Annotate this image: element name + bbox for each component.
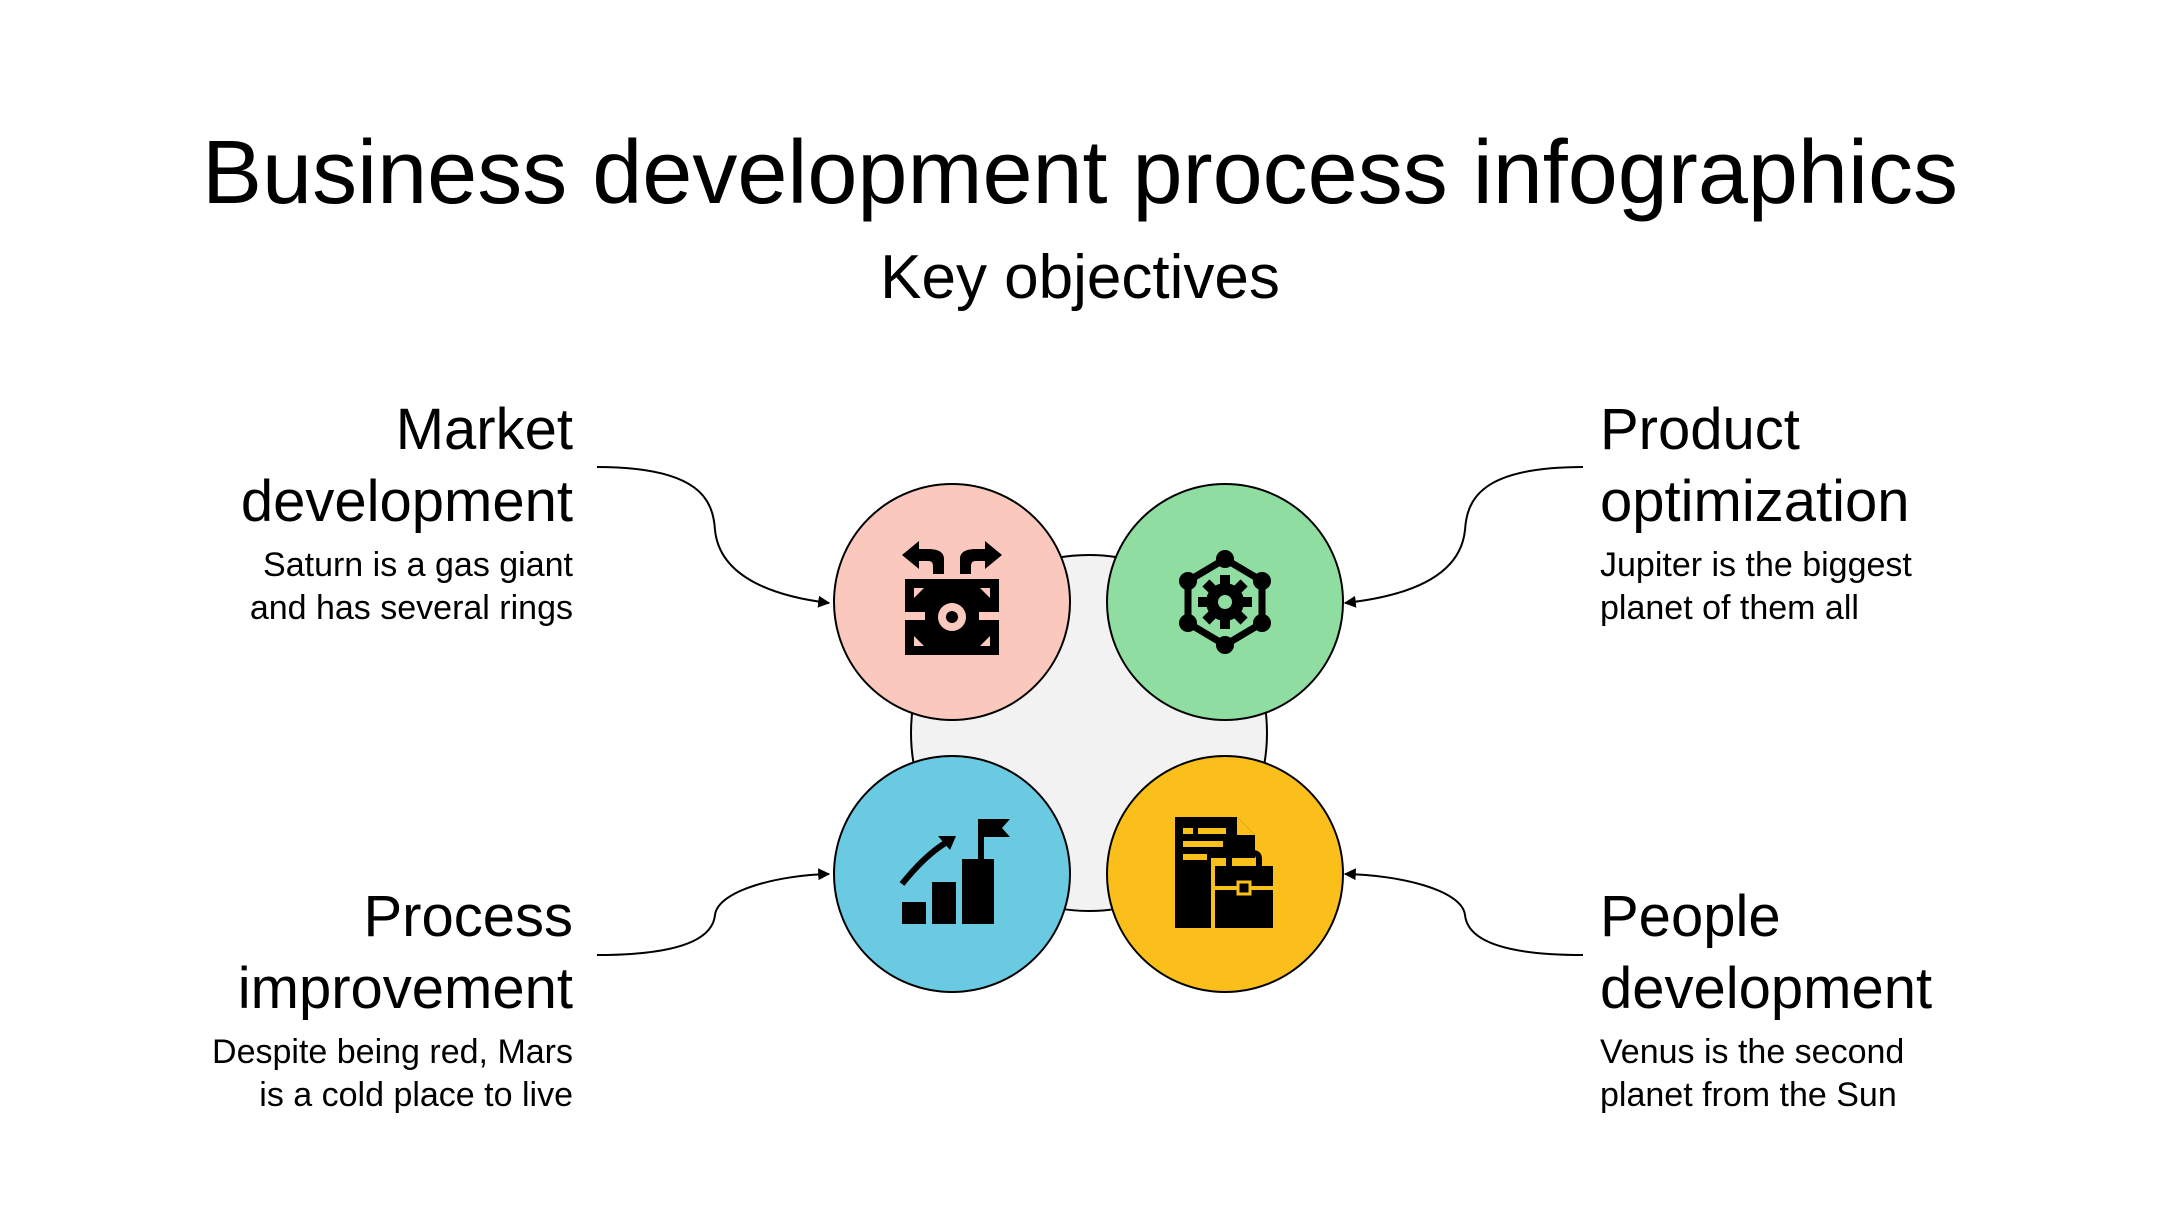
process-description: Despite being red, Mars is a cold place …: [212, 1033, 573, 1114]
connector-people: [1343, 868, 1584, 956]
people-description: Venus is the second planet from the Sun: [1600, 1033, 1905, 1114]
gear-network-icon: [1179, 550, 1271, 654]
process-improvement-block: Process improvement Despite being red, M…: [13, 881, 573, 1117]
people-heading: People development: [1600, 884, 1933, 1021]
money-exchange-icon: [902, 541, 1002, 655]
connector-product: [1343, 466, 1584, 608]
page-subtitle: Key objectives: [880, 243, 1280, 312]
page-title: Business development process infographic…: [202, 123, 1958, 223]
growth-chart-flag-icon: [899, 819, 1010, 924]
document-briefcase-icon: [1175, 817, 1273, 932]
market-development-block: Market development Saturn is a gas giant…: [13, 394, 573, 630]
process-heading: Process improvement: [237, 884, 573, 1021]
market-heading: Market development: [240, 397, 573, 534]
market-description: Saturn is a gas giant and has several ri…: [249, 546, 573, 627]
product-heading: Product optimization: [1600, 397, 1910, 534]
connector-market: [596, 466, 831, 608]
product-description: Jupiter is the biggest planet of them al…: [1600, 546, 1912, 627]
people-development-block: People development Venus is the second p…: [1600, 881, 2160, 1117]
process-circle: [833, 755, 1071, 993]
connector-process: [596, 868, 831, 956]
product-optimization-block: Product optimization Jupiter is the bigg…: [1600, 394, 2160, 630]
